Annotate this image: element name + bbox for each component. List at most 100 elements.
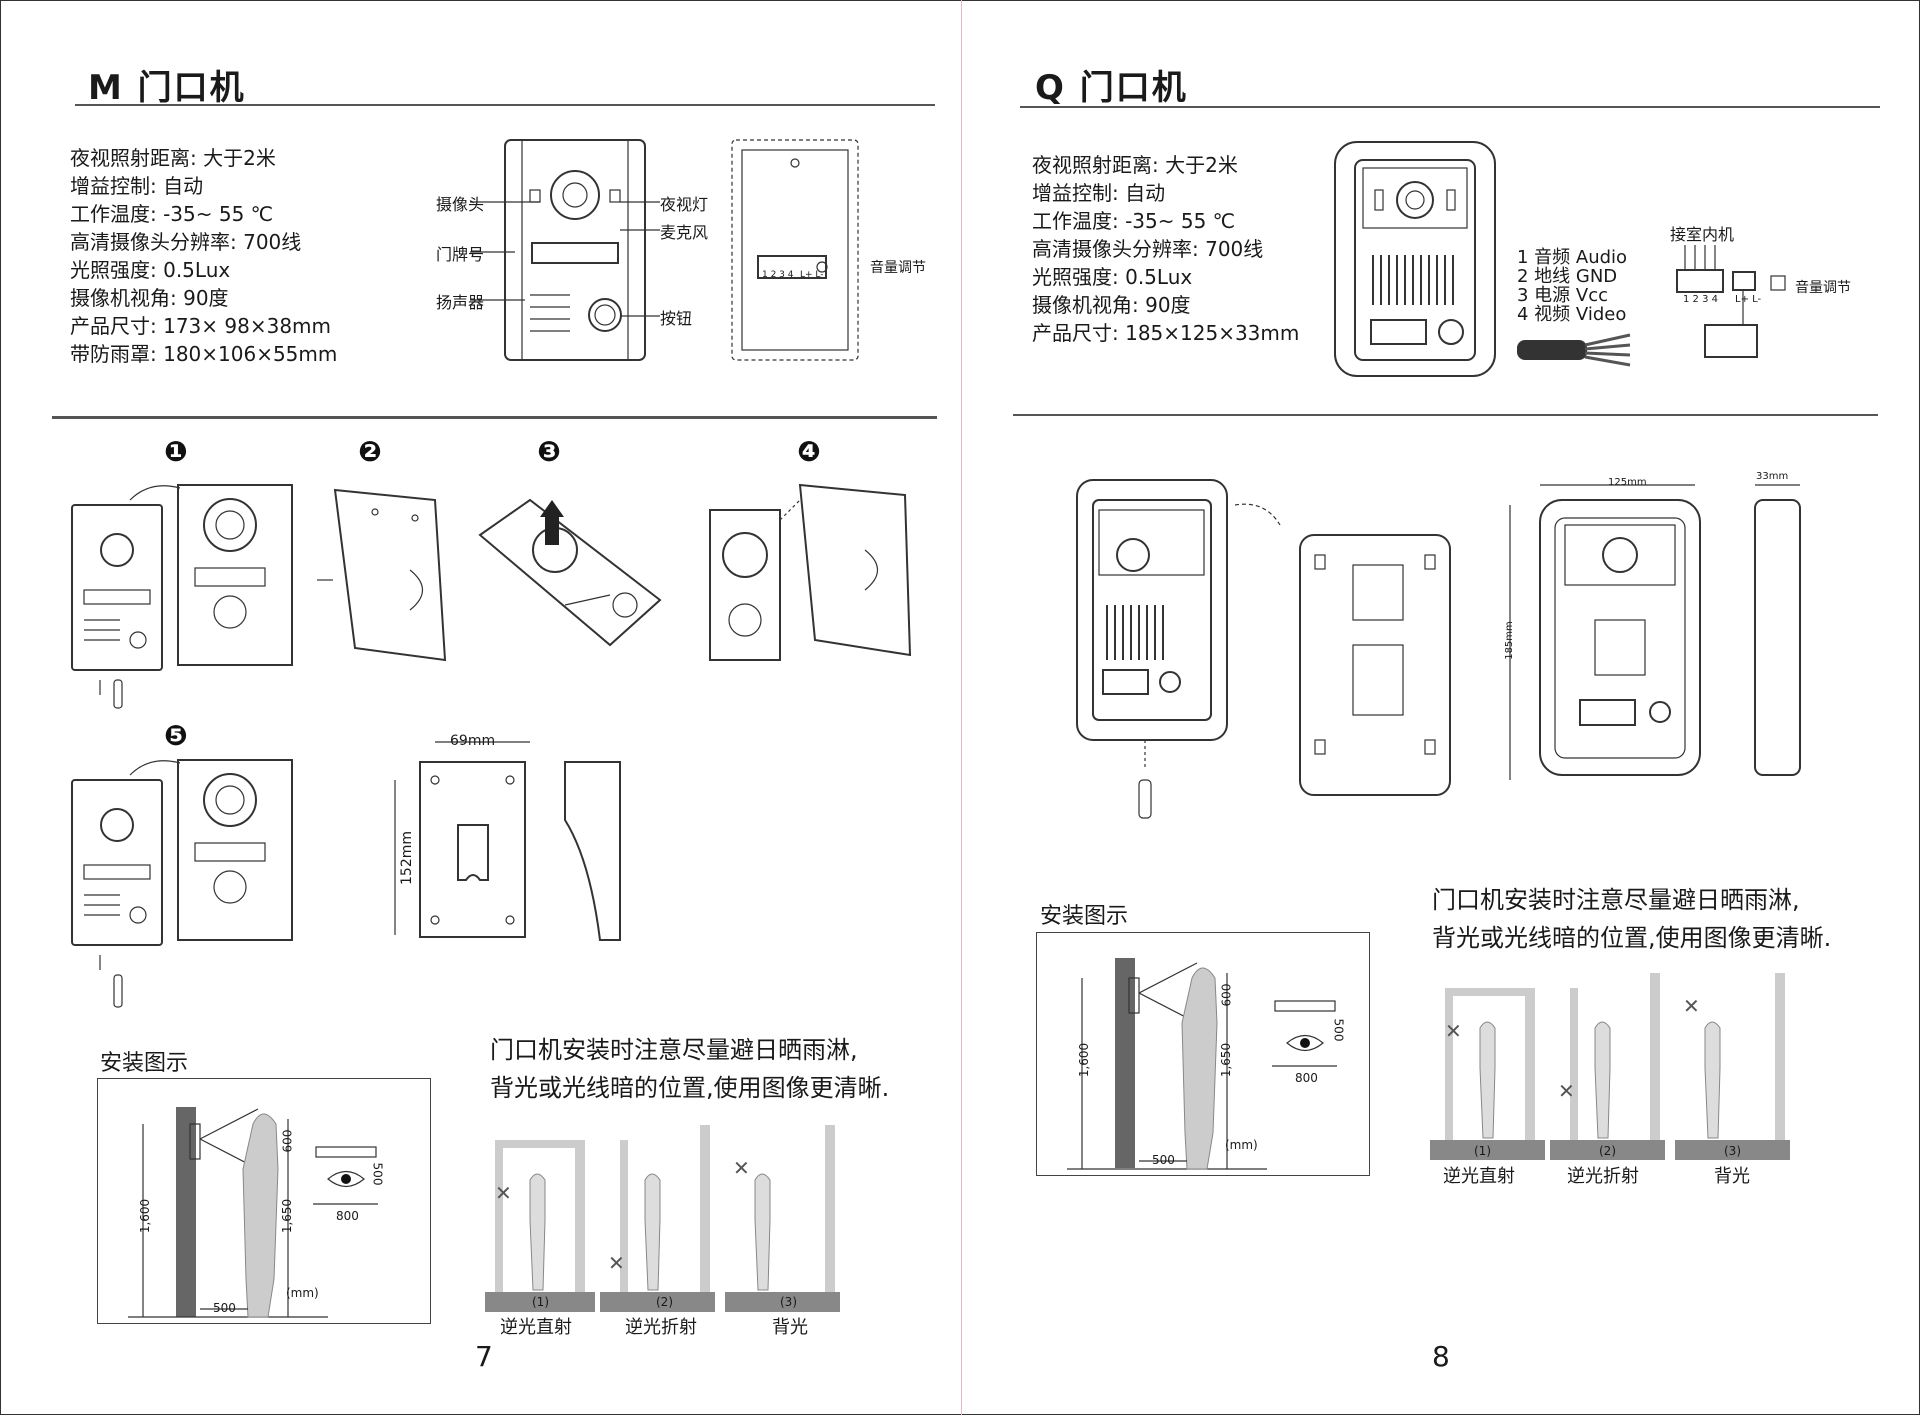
right-section-rule — [1013, 414, 1878, 416]
left-diag-800: 800 — [336, 1209, 359, 1223]
m-terminal-numbers: 1 2 3 4 — [762, 270, 794, 280]
left-diag-1650: 1,650 — [280, 1198, 295, 1234]
q-wiring-legend: 1 音频 Audio 2 地线 GND 3 电源 Vcc 4 视频 Video — [1517, 248, 1627, 324]
spec-line: 增益控制: 自动 — [70, 174, 204, 198]
step-4-marker: ❹ — [797, 435, 821, 468]
callout-microphone: 麦克风 — [660, 223, 709, 242]
spec-line: 增益控制: 自动 — [1032, 181, 1166, 205]
left-diag-unit: (mm) — [286, 1286, 319, 1300]
right-panel-1-num: (1) — [1474, 1144, 1491, 1158]
spec-line: 工作温度: -35~ 55 ℃ — [70, 202, 274, 226]
q-device-front-drawing — [1334, 141, 1496, 377]
left-note-line-1: 门口机安装时注意尽量避日晒雨淋, — [490, 1036, 858, 1064]
spec-line: 高清摄像头分辨率: 700线 — [70, 230, 302, 254]
svg-text:✕: ✕ — [1558, 1079, 1575, 1103]
spec-line: 产品尺寸: 185×125×33mm — [1032, 321, 1300, 345]
right-diag-500b: 500 — [1331, 1018, 1346, 1042]
q-terminal-drawing — [1676, 245, 1786, 358]
q-volume-label: 音量调节 — [1795, 280, 1851, 296]
step-2-marker: ❷ — [358, 435, 382, 468]
m-device-back-drawing — [731, 139, 859, 361]
q-dim-height: 185mm — [1503, 621, 1515, 660]
step-5-drawing — [71, 759, 293, 1008]
right-title: Q 门口机 — [1035, 68, 1188, 108]
callout-volume: 音量调节 — [870, 260, 926, 276]
m-device-callout-lines — [470, 201, 660, 317]
right-install-figure — [1067, 958, 1337, 1170]
left-diag-500: 500 — [213, 1301, 236, 1315]
left-section-rule — [52, 416, 937, 419]
right-panel-2-num: (2) — [1599, 1144, 1616, 1158]
spec-line: 夜视照射距离: 大于2米 — [1032, 153, 1238, 177]
step-2-drawing — [317, 488, 447, 662]
left-panel-3-label: 背光 — [772, 1317, 808, 1338]
left-diag-1600: 1,600 — [138, 1198, 153, 1234]
right-diag-500: 500 — [1152, 1153, 1175, 1167]
left-diag-500b: 500 — [370, 1162, 385, 1186]
step-1-drawing — [71, 484, 293, 709]
right-install-label: 安装图示 — [1040, 904, 1129, 929]
right-note-line-2: 背光或光线暗的位置,使用图像更清晰. — [1432, 924, 1832, 952]
right-install-diagram: 1,600 1,650 600 500 (mm) 500 800 — [1036, 932, 1370, 1176]
left-install-figure — [128, 1107, 378, 1318]
q-dim-width: 125mm — [1608, 477, 1647, 488]
left-install-label: 安装图示 — [100, 1051, 189, 1076]
q-terminal-numbers: 1 2 3 4 — [1683, 294, 1718, 305]
right-panel-1-label: 逆光直射 — [1443, 1166, 1515, 1187]
right-diag-unit: (mm) — [1225, 1138, 1258, 1152]
spec-line: 产品尺寸: 173× 98×38mm — [70, 314, 332, 338]
svg-text:✕: ✕ — [1683, 994, 1700, 1018]
right-diag-800: 800 — [1295, 1071, 1318, 1085]
left-panel-3-num: (3) — [780, 1295, 797, 1309]
spec-line: 摄像机视角: 90度 — [1032, 293, 1191, 317]
right-page-number: 8 — [1432, 1340, 1450, 1373]
right-title-rule — [1020, 106, 1880, 108]
spec-line: 光照强度: 0.5Lux — [70, 258, 231, 282]
m-device-front-drawing — [504, 139, 646, 361]
right-specs: 夜视照射距离: 大于2米 增益控制: 自动 工作温度: -35~ 55 ℃ 高清… — [1032, 151, 1299, 347]
callout-speaker: 扬声器 — [436, 293, 485, 312]
spec-line: 高清摄像头分辨率: 700线 — [1032, 237, 1264, 261]
center-fold-line — [961, 0, 962, 1415]
spec-line: 工作温度: -35~ 55 ℃ — [1032, 209, 1236, 233]
svg-text:✕: ✕ — [495, 1181, 512, 1205]
right-panel-3-num: (3) — [1724, 1144, 1741, 1158]
right-diag-1650: 1,650 — [1219, 1042, 1234, 1078]
left-note-line-2: 背光或光线暗的位置,使用图像更清晰. — [490, 1074, 890, 1102]
step-4-drawing — [709, 483, 912, 661]
wiring-vcc: 3 电源 Vcc — [1517, 285, 1609, 306]
q-indoor-label: 接室内机 — [1670, 225, 1735, 244]
right-note-line-1: 门口机安装时注意尽量避日晒雨淋, — [1432, 886, 1800, 914]
right-panel-3-label: 背光 — [1714, 1166, 1750, 1187]
svg-text:✕: ✕ — [733, 1156, 750, 1180]
left-panel-1-num: (1) — [532, 1295, 549, 1309]
right-diag-600: 600 — [1219, 983, 1234, 1007]
left-page-number: 7 — [475, 1340, 493, 1373]
left-panel-2-label: 逆光折射 — [625, 1317, 697, 1338]
wiring-video: 4 视频 Video — [1517, 304, 1627, 325]
left-title-rule — [75, 104, 935, 106]
spec-line: 光照强度: 0.5Lux — [1032, 265, 1193, 289]
q-terminal-lr: L+ L- — [1735, 294, 1762, 305]
left-title: M 门口机 — [88, 68, 246, 108]
q-dim-depth: 33mm — [1756, 471, 1789, 482]
svg-text:✕: ✕ — [608, 1251, 625, 1275]
svg-text:✕: ✕ — [1445, 1019, 1462, 1043]
dim-height-152: 152mm — [399, 831, 415, 885]
q-cable-drawing — [1517, 333, 1631, 367]
m-mount-plate-drawing — [394, 741, 621, 941]
wiring-gnd: 2 地线 GND — [1517, 266, 1618, 287]
dim-width-69: 69mm — [450, 733, 496, 749]
callout-button: 按钮 — [660, 309, 693, 328]
spec-line: 带防雨罩: 180×106×55mm — [70, 342, 338, 366]
wiring-audio: 1 音频 Audio — [1517, 247, 1628, 268]
right-panel-2-label: 逆光折射 — [1567, 1166, 1639, 1187]
right-lighting-panels: ✕ ✕ ✕ — [1430, 973, 1790, 1160]
left-panel-1-label: 逆光直射 — [500, 1317, 572, 1338]
step-5-marker: ❺ — [164, 719, 188, 752]
step-1-marker: ❶ — [164, 435, 188, 468]
left-diag-600: 600 — [280, 1129, 295, 1153]
callout-door-number: 门牌号 — [436, 245, 485, 264]
q-mounting-drawing — [1076, 479, 1451, 819]
step-3-marker: ❸ — [537, 435, 561, 468]
